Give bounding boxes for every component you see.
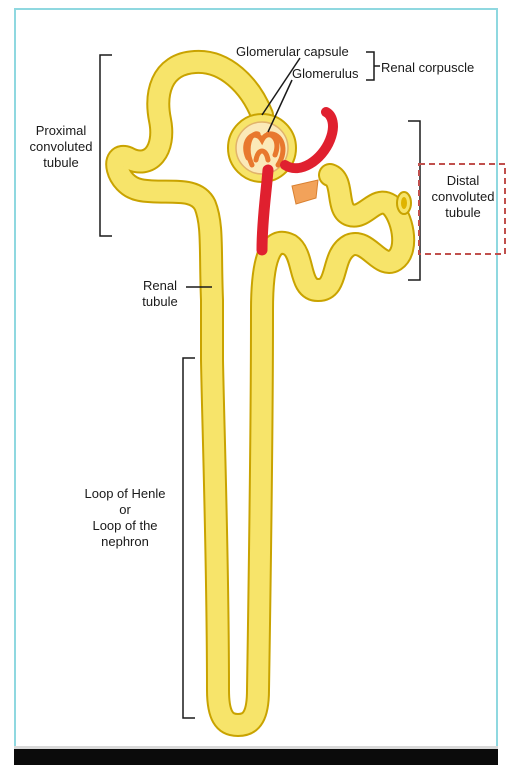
juxtaglomerular-cells [292,180,318,204]
label-renal-corpuscle: Renal corpuscle [381,60,474,76]
bottom-bar [14,746,498,765]
proximal-bracket [100,55,112,236]
label-distal-convoluted-tubule: Distal convoluted tubule [423,173,503,221]
label-loop-of-henle: Loop of Henle or Loop of the nephron [72,486,178,550]
label-glomerulus: Glomerulus [292,66,358,82]
afferent-arteriole [262,170,268,250]
corpuscle-bracket [366,52,374,80]
label-glomerular-capsule: Glomerular capsule [236,44,349,60]
label-proximal-convoluted-tubule: Proximal convoluted tubule [28,123,94,171]
glomerular-capsule [228,114,296,182]
loop-bracket [183,358,195,718]
label-renal-tubule: Renal tubule [136,278,184,310]
